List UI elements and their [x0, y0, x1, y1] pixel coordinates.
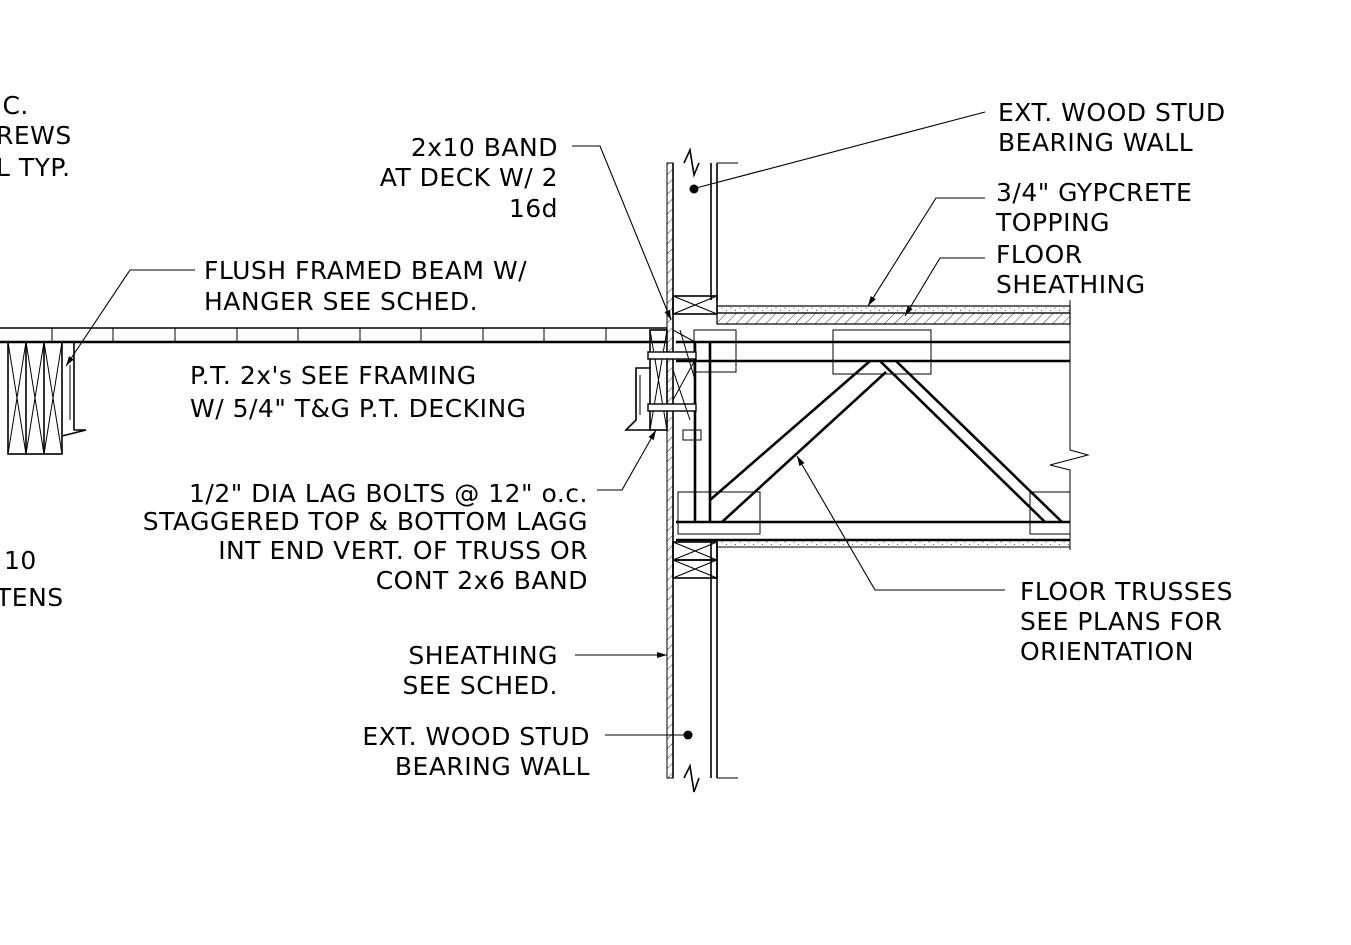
wall-marker-bottom	[683, 730, 693, 740]
gypcrete-topping	[716, 305, 1071, 314]
note-lag-3: INT END VERT. OF TRUSS OR	[218, 536, 588, 565]
note-ext-wall-top-2: BEARING WALL	[998, 128, 1193, 157]
note-cut-left-4: 10	[4, 546, 37, 575]
note-floor-sheathing-1: FLOOR	[996, 240, 1083, 269]
leader-lines	[65, 111, 1005, 736]
note-framing-2: W/ 5/4" T&G P.T. DECKING	[190, 394, 527, 423]
note-cut-left-3: L TYP.	[0, 153, 71, 182]
note-band-3: 16d	[509, 194, 558, 223]
note-gypcrete-1: 3/4" GYPCRETE	[996, 178, 1192, 207]
ledger-and-deck	[0, 327, 702, 455]
gusset-plate-bottom-left	[677, 491, 761, 535]
annotations: .C. REWS L TYP. 10 TENS 2x10 BAND AT DEC…	[0, 91, 1233, 781]
exterior-wall	[666, 147, 738, 793]
gusset-plate-top-center	[832, 329, 932, 375]
note-sheathing-2: SEE SCHED.	[402, 671, 558, 700]
note-sheathing-1: SHEATHING	[408, 641, 558, 670]
floor-sheathing	[716, 312, 1071, 325]
note-lag-1: 1/2" DIA LAG BOLTS @ 12" o.c.	[189, 479, 588, 508]
note-cut-left-1: .C.	[0, 91, 29, 120]
note-cut-left-5: TENS	[0, 583, 64, 612]
flush-beam	[7, 341, 63, 455]
note-trusses-2: SEE PLANS FOR	[1020, 607, 1223, 636]
top-plate-lower-2	[672, 559, 718, 579]
note-lag-4: CONT 2x6 BAND	[376, 566, 588, 595]
note-cut-left-2: REWS	[0, 121, 72, 150]
note-ext-wall-top-1: EXT. WOOD STUD	[998, 98, 1226, 127]
top-plate-upper	[672, 295, 718, 315]
note-beam-1: FLUSH FRAMED BEAM W/	[204, 256, 527, 285]
note-band-2: AT DECK W/ 2	[380, 163, 558, 192]
gusset-plate-top-left	[693, 329, 737, 373]
note-ext-wall-bot-1: EXT. WOOD STUD	[362, 722, 590, 751]
note-band-1: 2x10 BAND	[411, 133, 558, 162]
floor-assembly	[676, 300, 1090, 550]
note-beam-2: HANGER SEE SCHED.	[204, 287, 478, 316]
note-floor-sheathing-2: SHEATHING	[996, 270, 1146, 299]
note-ext-wall-bot-2: BEARING WALL	[395, 752, 590, 781]
deck-board-joints	[51, 328, 607, 342]
wall-sheathing	[666, 162, 674, 779]
lag-bolt-bottom	[647, 403, 697, 412]
note-trusses-3: ORIENTATION	[1020, 637, 1194, 666]
wall-marker-top	[689, 184, 699, 194]
note-trusses-1: FLOOR TRUSSES	[1020, 577, 1233, 606]
ceiling-finish	[716, 539, 1071, 548]
note-lag-2: STAGGERED TOP & BOTTOM LAGG	[143, 507, 588, 536]
note-framing-1: P.T. 2x's SEE FRAMING	[190, 361, 477, 390]
lag-bolt-top	[647, 351, 697, 360]
washer	[682, 429, 702, 441]
note-gypcrete-2: TOPPING	[995, 208, 1110, 237]
ledger-band	[649, 329, 668, 431]
